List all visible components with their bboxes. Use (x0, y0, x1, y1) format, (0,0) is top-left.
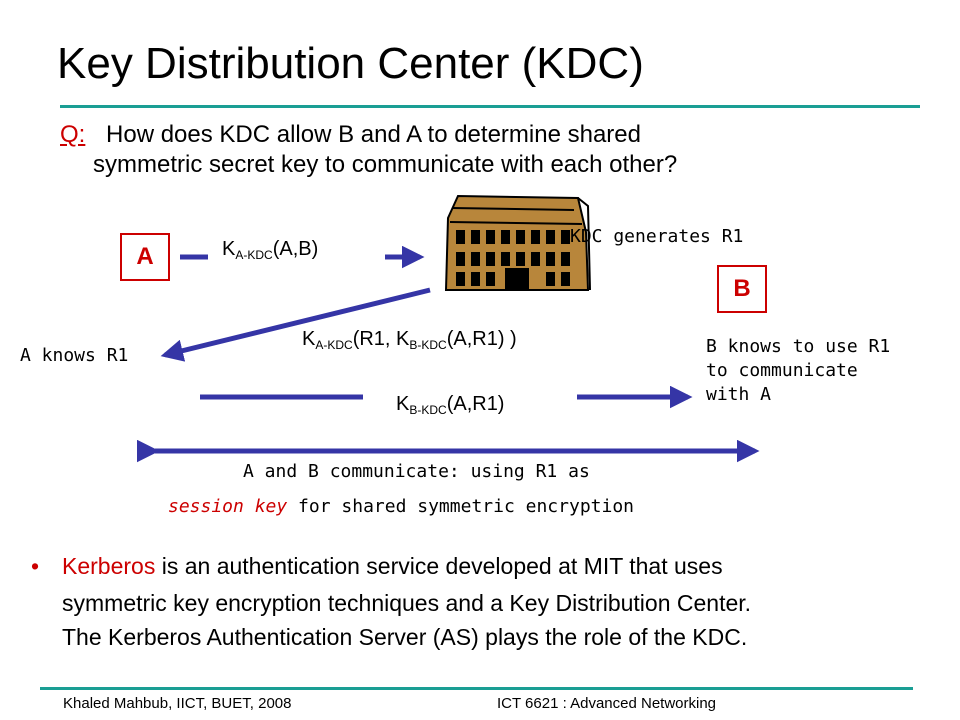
bullet-line-3: The Kerberos Authentication Server (AS) … (62, 624, 748, 650)
msg3-key: K (396, 393, 410, 415)
question-line-2: symmetric secret key to communicate with… (93, 151, 678, 178)
msg1-rest: (A,B) (272, 238, 319, 260)
b-knows-line-1: B knows to use R1 (706, 336, 891, 357)
question-text-1: How does KDC allow B and A to determine … (106, 121, 641, 148)
question-label: Q: (60, 121, 86, 148)
session-key-line: session key for shared symmetric encrypt… (168, 495, 634, 519)
msg2-sub1: A-KDC (315, 338, 353, 352)
a-knows-note: A knows R1 (20, 345, 129, 366)
node-a: A (120, 233, 170, 281)
bullet-marker: • (31, 553, 40, 579)
slide-title: Key Distribution Center (KDC) (57, 39, 644, 88)
question-line-1: Q: How does KDC allow B and A to determi… (60, 120, 641, 150)
msg2-key: K (302, 328, 316, 350)
session-key-rest: for shared symmetric encryption (287, 496, 634, 517)
footer-left: Khaled Mahbub, IICT, BUET, 2008 (63, 695, 292, 712)
kerberos-term: Kerberos (62, 553, 156, 579)
msg3-label: KB-KDC(A,R1) (396, 393, 504, 417)
footer-divider (40, 687, 913, 690)
msg2-mid: (R1, K (352, 328, 410, 350)
msg2-rest: (A,R1) ) (446, 328, 517, 350)
b-knows-line-2: to communicate (706, 360, 858, 381)
msg2-label: KA-KDC(R1, KB-KDC(A,R1) ) (302, 328, 517, 352)
msg1-sub: A-KDC (235, 248, 273, 262)
kdc-generates-note: KDC generates R1 (570, 226, 744, 247)
session-key-term: session key (168, 496, 288, 517)
msg1-label: KA-KDC(A,B) (222, 238, 318, 262)
msg2-arrow (160, 287, 431, 362)
msg3-rest: (A,R1) (446, 393, 505, 415)
bullet-line-1-rest: is an authentication service developed a… (155, 553, 723, 579)
communicate-line: A and B communicate: using R1 as (243, 461, 590, 482)
msg1-key: K (222, 238, 236, 260)
bullet-line-1: Kerberos is an authentication service de… (62, 551, 723, 582)
b-knows-line-3: with A (706, 384, 772, 405)
footer-right: ICT 6621 : Advanced Networking (497, 695, 717, 712)
msg2-sub2: B-KDC (409, 338, 447, 352)
title-divider (60, 105, 920, 108)
bullet-line-2: symmetric key encryption techniques and … (62, 590, 752, 616)
node-b: B (717, 265, 767, 313)
msg3-sub: B-KDC (409, 403, 447, 417)
